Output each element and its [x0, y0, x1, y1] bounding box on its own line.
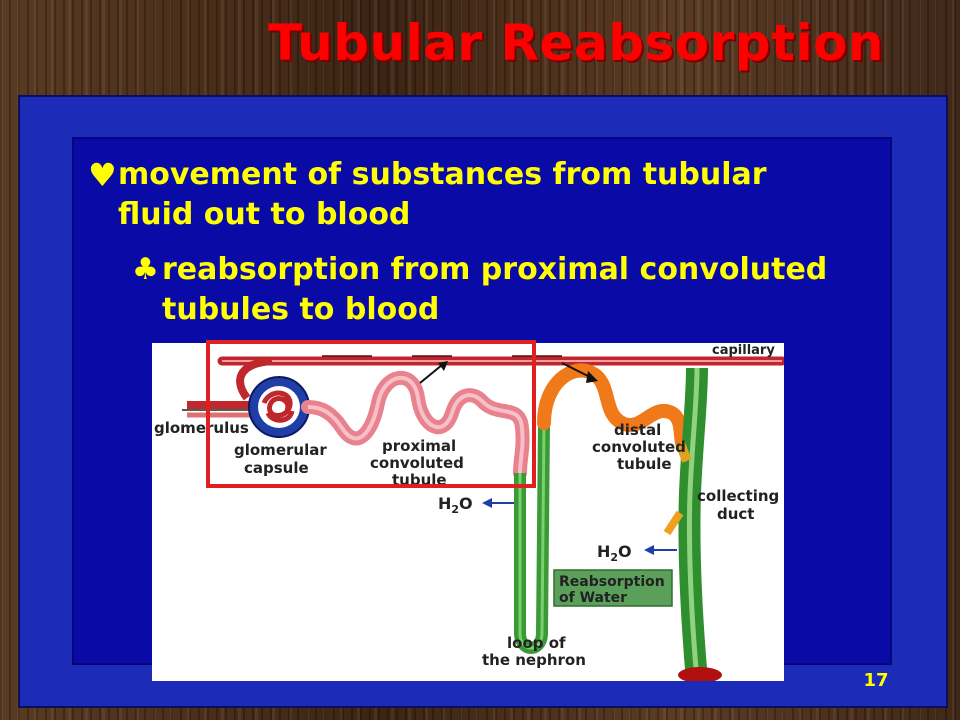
slide-title: Tubular Reabsorption [268, 14, 885, 72]
highlight-box [206, 340, 536, 488]
label-distal-3: tubule [617, 455, 672, 473]
label-h2o-2: H2O [597, 542, 632, 564]
distal-tubule [537, 363, 689, 450]
collecting-duct-highlight [686, 367, 700, 681]
nephron-illustration: capillary glomerulus glomerular capsule … [154, 343, 784, 681]
bullet-1-line-2: fluid out to blood [118, 197, 411, 232]
efferent-rise [236, 357, 273, 401]
glomerulus-tuft [261, 390, 295, 423]
label-proximal-1: proximal [382, 437, 456, 455]
slide-number: 17 [863, 670, 889, 691]
h2o-arrow-1-head [482, 498, 492, 508]
label-distal-2: convoluted [592, 438, 686, 456]
label-collecting-1: collecting [697, 487, 779, 505]
label-loop-1: loop of [507, 634, 566, 652]
reabsorb-arrow-2-head [586, 371, 598, 383]
bullet-1-line-1: movement of substances from tubular [118, 157, 767, 192]
label-capillary: capillary [712, 343, 775, 358]
reabsorb-arrow-1 [419, 364, 443, 384]
bullet-2-line-1: reabsorption from proximal convoluted [162, 252, 828, 287]
duct-end [678, 667, 722, 681]
collecting-branch [663, 510, 684, 536]
label-collecting-2: duct [717, 505, 754, 523]
label-distal-1: distal [614, 421, 661, 439]
label-proximal-2: convoluted [370, 454, 464, 472]
reabsorption-box [553, 569, 673, 607]
bullet-item-1: ♥ movement of substances from tubular fl… [88, 155, 838, 235]
club-icon: ♣ [132, 252, 159, 287]
nephron-diagram: capillary glomerulus glomerular capsule … [152, 343, 784, 681]
label-reabsorption-2: of Water [559, 590, 627, 606]
proximal-tubule-highlight [307, 376, 525, 474]
loop-highlight [518, 422, 546, 650]
reabsorb-arrow-1-head [438, 361, 448, 371]
label-glomerulus: glomerulus [154, 419, 249, 437]
reabsorb-arrow-2 [561, 362, 593, 379]
distal-join [675, 441, 692, 463]
label-h2o-1: H2O [438, 494, 473, 516]
h2o-arrow-2-head [644, 545, 654, 555]
heart-icon: ♥ [88, 156, 117, 194]
label-glomerular-capsule-2: capsule [244, 459, 309, 477]
bullet-2-line-2: tubules to blood [162, 292, 440, 327]
label-reabsorption-1: Reabsorption [559, 574, 665, 590]
label-loop-2: the nephron [482, 651, 586, 669]
bullet-item-2: ♣ reabsorption from proximal convoluted … [132, 250, 892, 330]
label-glomerular-capsule-1: glomerular [234, 441, 327, 459]
